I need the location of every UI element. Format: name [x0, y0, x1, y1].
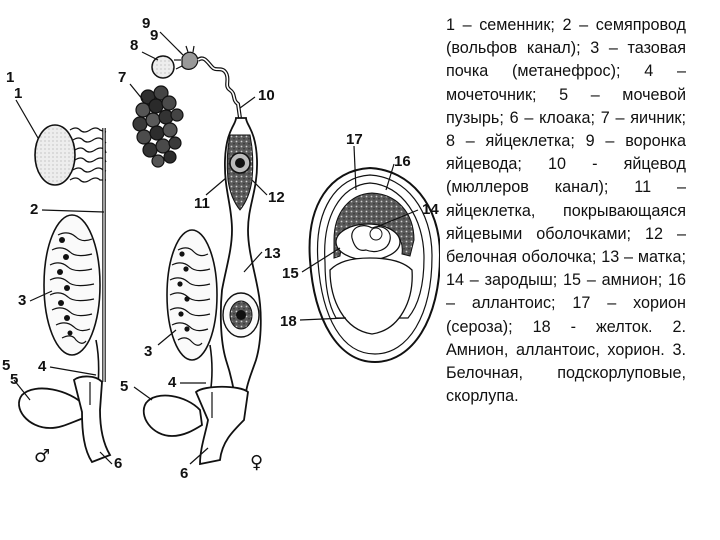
figure-caption: 1 – семенник; 2 – семяпровод (вольфов ка… [446, 14, 686, 408]
oviduct [198, 58, 240, 118]
label-12: 12 [268, 189, 285, 206]
ovary-group [133, 46, 240, 167]
label-male-5b: 5 [10, 371, 18, 388]
label-15: 15 [282, 265, 299, 282]
label-14: 14 [422, 201, 439, 218]
reproductive-system-diagram: 1 1 2 3 4 5 5 6 7 8 9 9 10 11 12 13 3 4 … [0, 0, 440, 540]
label-10: 10 [258, 87, 275, 104]
label-male-1b: 1 [14, 85, 22, 102]
male-system [19, 125, 110, 462]
label-7: 7 [118, 69, 126, 86]
label-female-5: 5 [120, 378, 128, 395]
label-13: 13 [264, 245, 281, 262]
label-female-3: 3 [144, 343, 152, 360]
label-11: 11 [194, 195, 210, 212]
label-male-2: 2 [30, 201, 38, 218]
female-symbol: ♀ [250, 452, 263, 473]
label-9: 9 [150, 27, 158, 44]
label-8: 8 [130, 37, 138, 54]
label-male-6: 6 [114, 455, 122, 472]
bladder-male [19, 388, 84, 428]
label-female-6: 6 [180, 465, 188, 482]
male-symbol: ♂ [34, 446, 50, 467]
label-9b: 9 [142, 15, 150, 32]
label-male-1: 1 [6, 69, 14, 86]
amniote-egg [310, 168, 440, 362]
label-male-3: 3 [18, 292, 26, 309]
ovary [133, 86, 183, 167]
label-male-4: 4 [38, 358, 47, 375]
bladder-female [144, 396, 202, 436]
label-16: 16 [394, 153, 411, 170]
embryo [352, 226, 390, 252]
testis [35, 125, 75, 185]
label-female-4: 4 [168, 374, 177, 391]
label-18: 18 [280, 313, 297, 330]
female-system [144, 118, 261, 464]
label-17: 17 [346, 131, 363, 148]
